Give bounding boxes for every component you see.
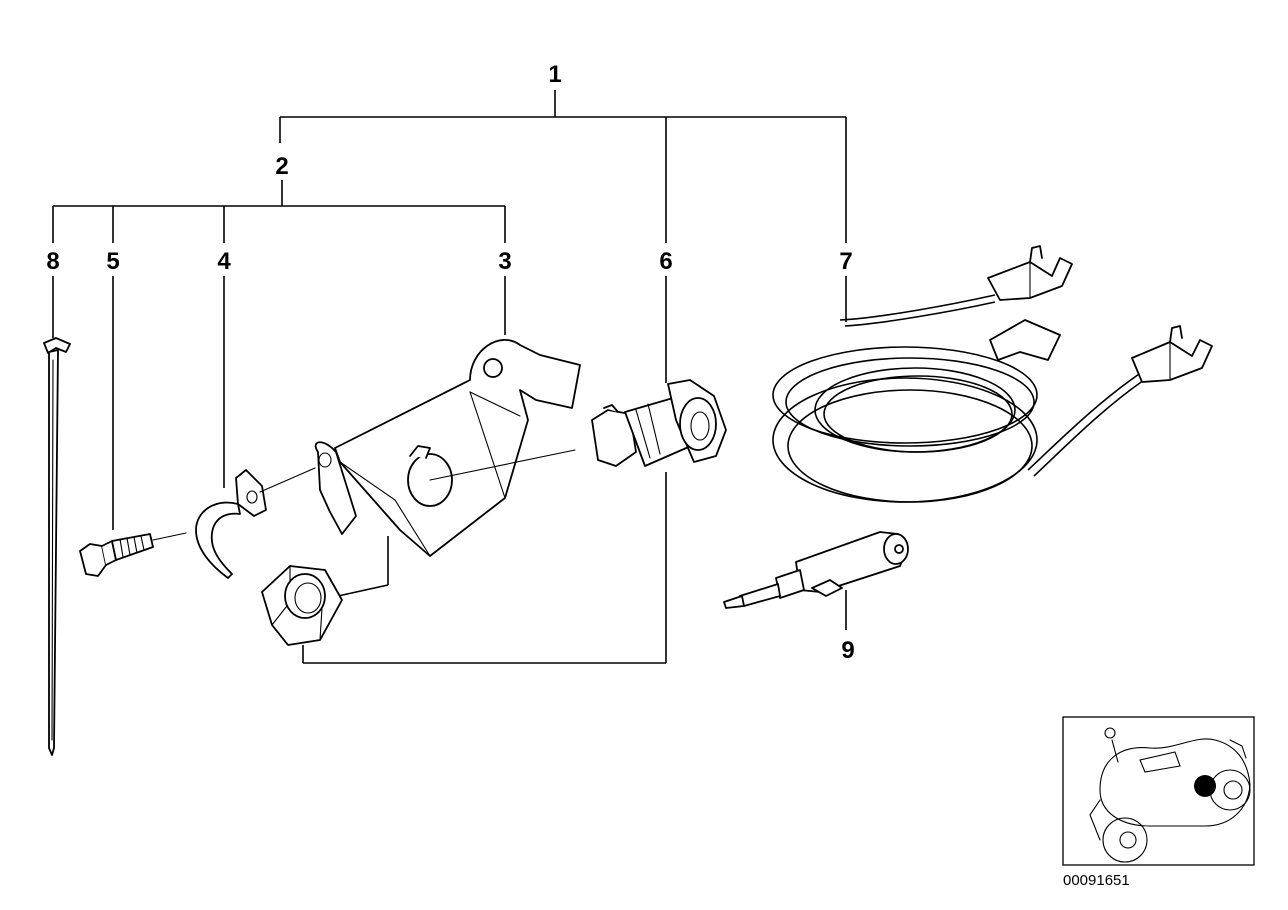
socket-part (591, 379, 727, 467)
callout-6: 6 (659, 248, 672, 275)
callout-3: 3 (498, 248, 511, 275)
location-marker-icon (1194, 775, 1216, 797)
callout-4: 4 (217, 248, 231, 275)
locator-thumbnail (1062, 716, 1255, 866)
callout-8: 8 (46, 248, 59, 275)
leader-lines (52, 90, 847, 664)
plug-part (723, 531, 909, 609)
cable-tie-part (43, 337, 71, 756)
callout-labels: 1 2 8 5 4 3 6 7 9 (46, 61, 854, 664)
hex-bolt-part (79, 532, 187, 577)
holder-bracket-part (314, 339, 581, 557)
diagram-reference-number: 00091651 (1063, 872, 1130, 889)
wiring-harness-part (772, 245, 1213, 503)
callout-2: 2 (275, 153, 288, 180)
callout-5: 5 (106, 248, 119, 275)
clamp-part (195, 467, 316, 579)
callout-9: 9 (841, 637, 854, 664)
nut-part (261, 565, 343, 646)
callout-1: 1 (548, 61, 561, 88)
callout-7: 7 (839, 248, 852, 275)
